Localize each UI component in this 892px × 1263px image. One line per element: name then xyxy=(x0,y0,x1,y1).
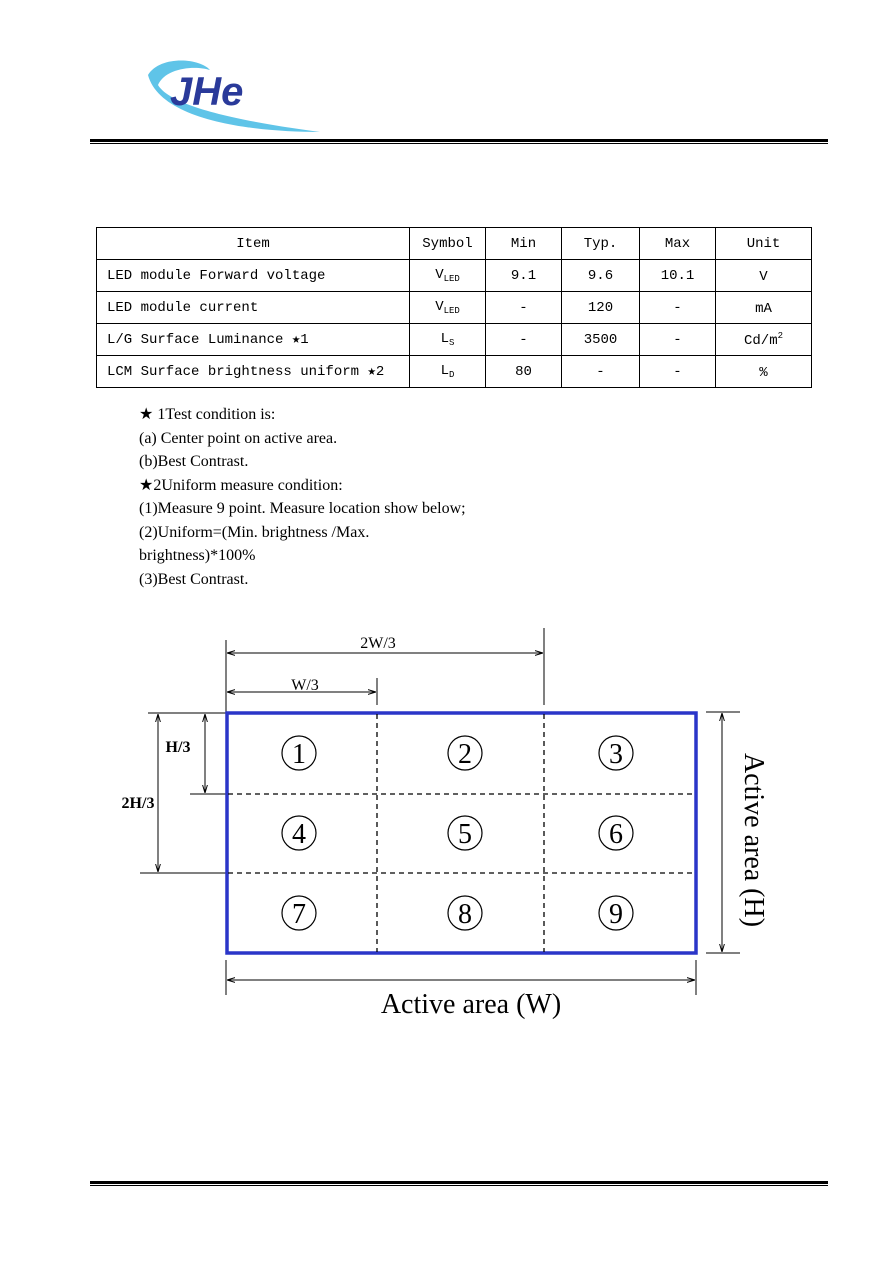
cell-max: - xyxy=(639,355,716,388)
note-line: (2)Uniform=(Min. brightness /Max. xyxy=(139,523,370,541)
measure-point-4: 4 xyxy=(281,815,317,851)
svg-text:2: 2 xyxy=(458,739,472,770)
cell-item: L/G Surface Luminance ★1 xyxy=(96,323,410,356)
cell-symbol: LS xyxy=(409,323,486,356)
led-spec-table: Item Symbol Min Typ. Max Unit LED module… xyxy=(96,227,812,388)
symbol-subscript: LED xyxy=(443,274,460,284)
unit-superscript: 2 xyxy=(777,330,783,341)
svg-text:JHe: JHe xyxy=(170,70,243,114)
table-header-row: Item Symbol Min Typ. Max Unit xyxy=(96,227,812,260)
svg-text:7: 7 xyxy=(292,899,306,930)
label-2h3: 2H/3 xyxy=(122,795,155,812)
symbol-base: L xyxy=(440,331,449,347)
footer-rule xyxy=(90,1181,828,1186)
unit-text: % xyxy=(759,364,768,381)
company-logo: JHe xyxy=(148,60,320,132)
measure-point-2: 2 xyxy=(447,735,483,771)
active-area-frame xyxy=(225,711,698,955)
cell-min: 9.1 xyxy=(485,259,562,292)
cell-max: - xyxy=(639,291,716,324)
note-line: ★ 1Test condition is: xyxy=(139,406,276,423)
label-w3: W/3 xyxy=(291,677,319,694)
cell-item: LED module Forward voltage xyxy=(96,259,410,292)
header-rule xyxy=(90,139,828,144)
unit-text: mA xyxy=(755,300,772,317)
svg-text:1: 1 xyxy=(292,739,306,770)
measure-point-7: 7 xyxy=(281,895,317,931)
cell-min: - xyxy=(485,291,562,324)
label-2w3: 2W/3 xyxy=(360,635,396,652)
table-row: L/G Surface Luminance ★1 LS - 3500 - Cd/… xyxy=(96,323,812,356)
cell-unit: mA xyxy=(715,291,812,324)
cell-typ: 120 xyxy=(561,291,640,324)
cell-symbol: LD xyxy=(409,355,486,388)
svg-text:4: 4 xyxy=(292,819,306,850)
note-line: (a) Center point on active area. xyxy=(139,429,338,447)
table-row: LCM Surface brightness uniform ★2 LD 80 … xyxy=(96,355,812,388)
col-header-symbol: Symbol xyxy=(409,227,486,260)
cell-unit: V xyxy=(715,259,812,292)
symbol-base: L xyxy=(440,363,449,379)
cell-typ: 3500 xyxy=(561,323,640,356)
measure-point-8: 8 xyxy=(447,895,483,931)
test-condition-notes: ★ 1Test condition is: (a) Center point o… xyxy=(139,403,466,591)
svg-text:5: 5 xyxy=(458,819,472,850)
col-header-min: Min xyxy=(485,227,562,260)
cell-min: 80 xyxy=(485,355,562,388)
svg-text:8: 8 xyxy=(458,899,472,930)
cell-item: LCM Surface brightness uniform ★2 xyxy=(96,355,410,388)
svg-text:3: 3 xyxy=(609,739,623,770)
symbol-base: V xyxy=(435,299,444,315)
label-active-area-width: Active area (W) xyxy=(381,989,561,1020)
symbol-subscript: D xyxy=(449,370,455,380)
cell-unit: % xyxy=(715,355,812,388)
table-row: LED module current VLED - 120 - mA xyxy=(96,291,812,324)
label-h3: H/3 xyxy=(166,739,191,756)
note-line: ★2Uniform measure condition: xyxy=(139,476,343,494)
svg-text:9: 9 xyxy=(609,899,623,930)
note-line: (3)Best Contrast. xyxy=(139,570,249,588)
measure-point-9: 9 xyxy=(598,895,634,931)
cell-symbol: VLED xyxy=(409,291,486,324)
measure-point-5: 5 xyxy=(447,815,483,851)
symbol-base: V xyxy=(435,267,444,283)
col-header-item: Item xyxy=(96,227,410,260)
cell-max: - xyxy=(639,323,716,356)
col-header-max: Max xyxy=(639,227,716,260)
cell-max: 10.1 xyxy=(639,259,716,292)
cell-symbol: VLED xyxy=(409,259,486,292)
col-header-unit: Unit xyxy=(715,227,812,260)
cell-item: LED module current xyxy=(96,291,410,324)
label-active-area-height: Active area (H) xyxy=(738,753,769,927)
col-header-typ: Typ. xyxy=(561,227,640,260)
cell-typ: - xyxy=(561,355,640,388)
cell-min: - xyxy=(485,323,562,356)
svg-text:6: 6 xyxy=(609,819,623,850)
measure-point-3: 3 xyxy=(598,735,634,771)
unit-text: Cd/m xyxy=(743,332,778,349)
measure-point-1: 1 xyxy=(281,735,317,771)
unit-text: V xyxy=(759,268,768,285)
note-line: (b)Best Contrast. xyxy=(139,453,249,470)
note-line: (1)Measure 9 point. Measure location sho… xyxy=(139,500,466,517)
measure-point-6: 6 xyxy=(598,815,634,851)
cell-typ: 9.6 xyxy=(561,259,640,292)
symbol-subscript: S xyxy=(449,338,455,348)
table-row: LED module Forward voltage VLED 9.1 9.6 … xyxy=(96,259,812,292)
note-line: brightness)*100% xyxy=(139,547,256,564)
cell-unit: Cd/m2 xyxy=(715,323,812,356)
symbol-subscript: LED xyxy=(443,306,460,316)
